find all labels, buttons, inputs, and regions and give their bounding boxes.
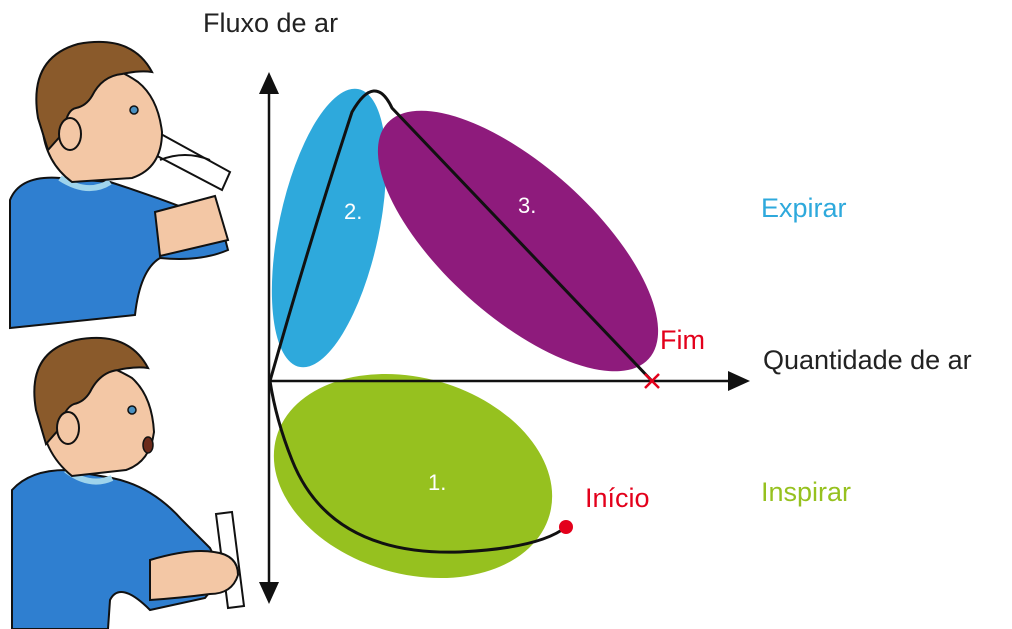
phase-3-number: 3.	[518, 193, 536, 218]
vertical-axis	[259, 72, 279, 604]
person-inhaling-holding-meter-icon	[11, 336, 246, 629]
flow-volume-curve	[268, 89, 654, 554]
start-marker	[559, 520, 573, 534]
end-label: Fim	[660, 325, 705, 355]
start-label: Início	[585, 483, 650, 513]
inhale-label: Inspirar	[761, 477, 852, 507]
phase-2-region	[271, 88, 387, 368]
phase-1-number: 1.	[428, 470, 446, 495]
y-axis-label: Fluxo de ar	[203, 8, 339, 38]
person-blowing-into-peak-flow-meter-icon	[9, 40, 232, 330]
horizontal-axis	[269, 371, 750, 391]
end-marker	[644, 373, 660, 389]
phase-2-number: 2.	[344, 199, 362, 224]
x-axis-label: Quantidade de ar	[763, 345, 972, 375]
exhale-label: Expirar	[761, 193, 847, 223]
